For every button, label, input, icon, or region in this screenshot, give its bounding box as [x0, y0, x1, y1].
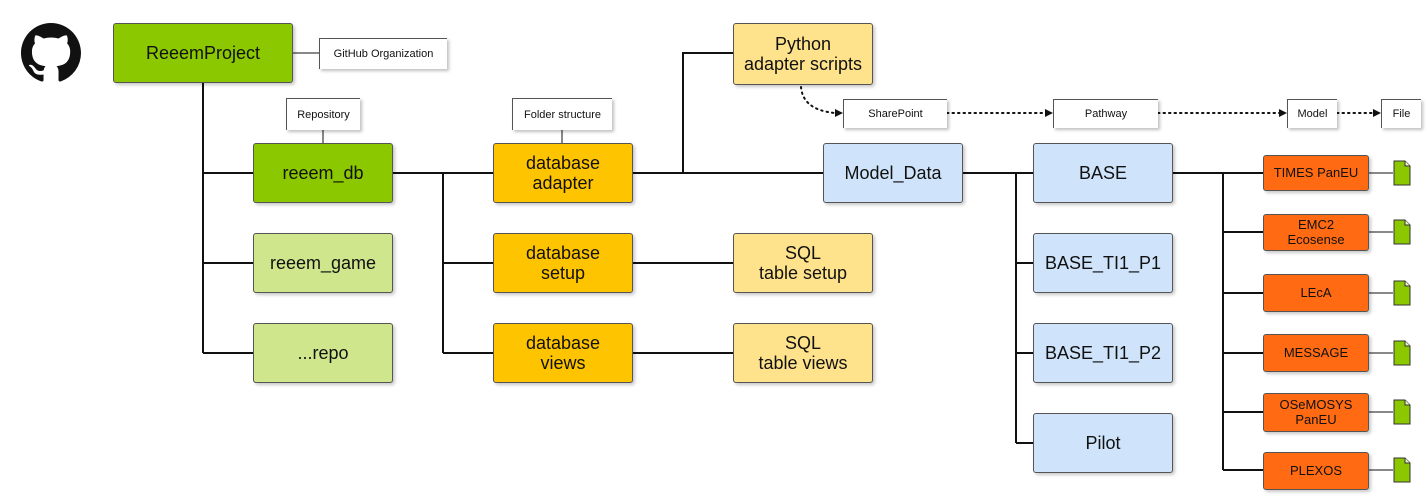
- model-tag: Model: [1287, 99, 1337, 128]
- file-tag: File: [1381, 99, 1421, 128]
- github-icon: [21, 23, 81, 82]
- folder-node-setup[interactable]: database setup: [493, 233, 633, 293]
- file-icon[interactable]: [1393, 340, 1411, 366]
- file-icon[interactable]: [1393, 219, 1411, 245]
- script-node-sql-views[interactable]: SQL table views: [733, 323, 873, 383]
- pathway-tag: Pathway: [1053, 99, 1158, 128]
- model-node-plexos[interactable]: PLEXOS: [1263, 452, 1369, 490]
- repo-node-more[interactable]: ...repo: [253, 323, 393, 383]
- folder-node-adapter[interactable]: database adapter: [493, 143, 633, 203]
- model-node-osemosys-paneu[interactable]: OSeMOSYS PanEU: [1263, 393, 1369, 432]
- script-node-python[interactable]: Python adapter scripts: [733, 23, 873, 85]
- repo-node-reeem-game[interactable]: reeem_game: [253, 233, 393, 293]
- repository-tag: Repository: [286, 98, 360, 130]
- script-node-sql-setup[interactable]: SQL table setup: [733, 233, 873, 293]
- folder-node-views[interactable]: database views: [493, 323, 633, 383]
- file-icon[interactable]: [1393, 399, 1411, 425]
- pathway-node-base-ti1-p1[interactable]: BASE_TI1_P1: [1033, 233, 1173, 293]
- repo-node-reeem-db[interactable]: reeem_db: [253, 143, 393, 203]
- pathway-node-pilot[interactable]: Pilot: [1033, 413, 1173, 473]
- model-node-leca[interactable]: LEcA: [1263, 274, 1369, 312]
- file-icon[interactable]: [1393, 457, 1411, 483]
- file-icon[interactable]: [1393, 160, 1411, 186]
- model-node-times-paneu[interactable]: TIMES PanEU: [1263, 155, 1369, 191]
- model-node-emc2-ecosense[interactable]: EMC2 Ecosense: [1263, 214, 1369, 251]
- org-node[interactable]: ReeemProject: [113, 23, 293, 83]
- model-node-message[interactable]: MESSAGE: [1263, 334, 1369, 372]
- sharepoint-tag: SharePoint: [843, 99, 947, 128]
- pathway-node-base-ti1-p2[interactable]: BASE_TI1_P2: [1033, 323, 1173, 383]
- github-organization-tag: GitHub Organization: [319, 38, 447, 69]
- model-data-node[interactable]: Model_Data: [823, 143, 963, 203]
- pathway-node-base[interactable]: BASE: [1033, 143, 1173, 203]
- folder-structure-tag: Folder structure: [512, 98, 612, 130]
- file-icon[interactable]: [1393, 280, 1411, 306]
